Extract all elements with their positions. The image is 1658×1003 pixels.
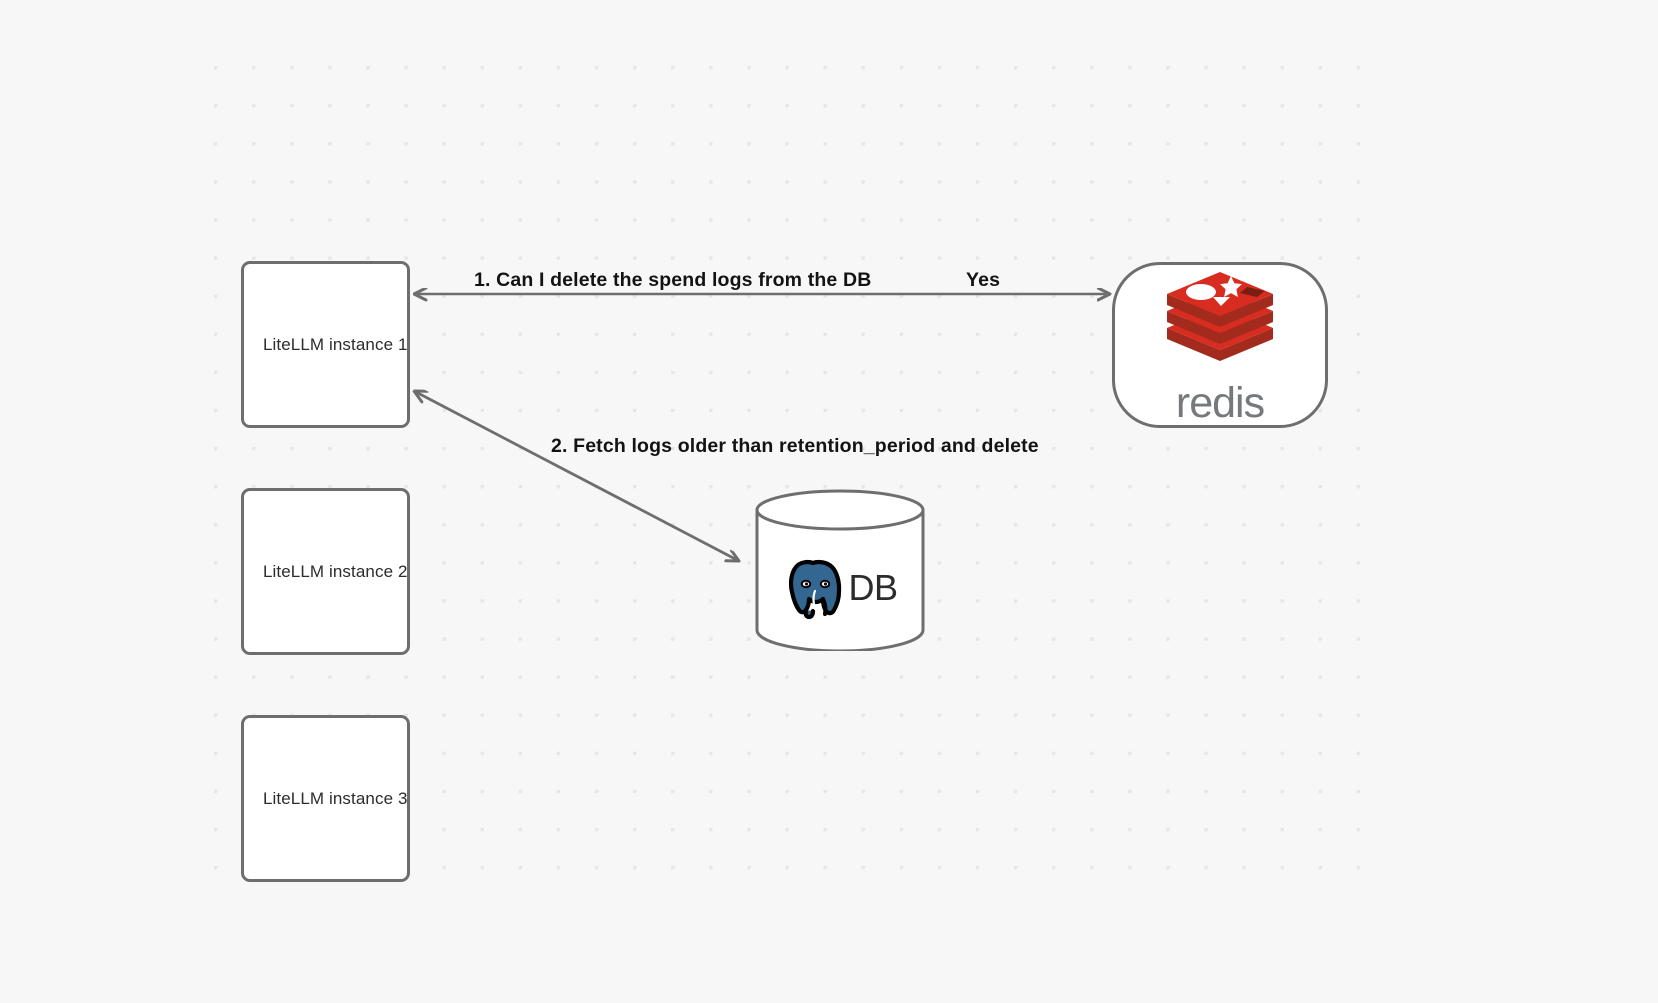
node-litellm-instance-2[interactable]: LiteLLM instance 2 xyxy=(241,488,410,655)
postgresql-elephant-icon xyxy=(789,559,842,620)
edge-label-yes: Yes xyxy=(966,269,1001,291)
node-label: LiteLLM instance 2 xyxy=(263,561,408,581)
node-label: LiteLLM instance 3 xyxy=(263,788,408,808)
edge-label-1: 1. Can I delete the spend logs from the … xyxy=(474,269,872,291)
edge-label-2: 2. Fetch logs older than retention_perio… xyxy=(551,435,1039,457)
db-label-group: DB xyxy=(754,489,926,651)
node-database[interactable]: DB xyxy=(754,489,926,653)
node-litellm-instance-1[interactable]: LiteLLM instance 1 xyxy=(241,261,410,428)
redis-logo-icon xyxy=(1167,271,1273,361)
node-label: LiteLLM instance 1 xyxy=(263,334,408,354)
edge-instance1-db xyxy=(414,391,739,561)
node-litellm-instance-3[interactable]: LiteLLM instance 3 xyxy=(241,715,410,882)
redis-wordmark: redis xyxy=(1175,378,1265,427)
node-redis[interactable]: redis xyxy=(1112,262,1328,428)
db-label: DB xyxy=(848,567,898,608)
